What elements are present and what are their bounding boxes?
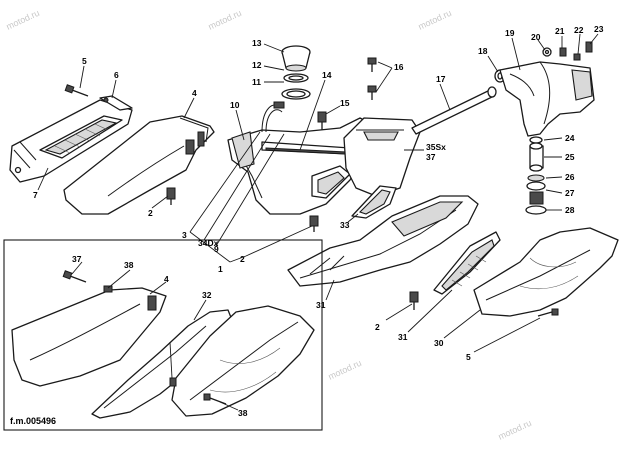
callout-24: 24: [565, 133, 575, 143]
callout-19: 19: [505, 28, 515, 38]
hose-stack-24-28: [525, 136, 547, 215]
callout-29: 30: [434, 338, 444, 348]
screw-15: [317, 111, 327, 130]
callout-28: 28: [565, 205, 575, 215]
side-vent-32: [351, 185, 397, 219]
watermark: motod.ru: [327, 358, 363, 382]
side-cover-upper: [63, 115, 215, 215]
callout-7: 7: [33, 190, 38, 200]
callout-4: 4: [192, 88, 197, 98]
callout-3: 3: [182, 230, 187, 240]
callout-30: 31: [398, 332, 408, 342]
watermark: motod.ru: [207, 8, 243, 32]
callout-34dx: 35Sx: [426, 142, 446, 152]
callout-labels: 5 6 4 7 2 10 13 12 11 14 15 16 17 18 19 …: [33, 24, 604, 418]
callout-14: 14: [322, 70, 332, 80]
callout-5: 5: [82, 56, 87, 66]
detail-inset-frame: [3, 239, 323, 431]
bolt-5-lower: [537, 308, 559, 317]
vent-grille-30: [433, 231, 501, 295]
callout-13: 13: [252, 38, 262, 48]
callout-2: 2: [148, 208, 153, 218]
leader-lines: [37, 33, 599, 411]
air-intake-duct: [499, 61, 595, 137]
callout-6: 6: [114, 70, 119, 80]
watermark: motod.ru: [5, 8, 41, 32]
callout-15: 15: [340, 98, 350, 108]
lower-fairing-31: [287, 195, 479, 287]
callout-37: 37: [72, 254, 82, 264]
front-headstock-cover: [227, 117, 373, 215]
figure-id-label: f.m.005496: [10, 416, 56, 426]
callout-17: 17: [436, 74, 446, 84]
callout-11: 11: [252, 77, 261, 87]
callout-21: 21: [555, 26, 565, 36]
callout-12: 12: [252, 60, 262, 70]
callout-16: 16: [394, 62, 404, 72]
callout-31: 31: [316, 300, 326, 310]
callout-10: 10: [230, 100, 240, 110]
callout-33: 34Dx: [198, 238, 219, 248]
inner-shroud: [343, 117, 421, 197]
callout-37: 38: [238, 408, 248, 418]
bolt-5-upper: [64, 84, 89, 97]
callout-35sx: 37: [426, 152, 436, 162]
callout-18: 18: [478, 46, 488, 56]
callout-32: 33: [340, 220, 350, 230]
wiring-loom: [261, 101, 285, 133]
inset-large-cover: [171, 305, 315, 417]
callout-4: 4: [164, 274, 169, 284]
callout-20: 20: [531, 32, 541, 42]
side-grille-panel: [9, 99, 133, 183]
callout-2: 2: [240, 254, 245, 264]
callout-22: 22: [574, 25, 584, 35]
callout-27: 27: [565, 188, 575, 198]
screw-2-right: [409, 291, 419, 310]
mounting-bracket: [99, 95, 133, 111]
screw-2-center: [309, 215, 319, 232]
callout-25: 25: [565, 152, 575, 162]
callout-1: 1: [218, 264, 223, 274]
fuel-cap-assembly: [281, 45, 311, 100]
watermark: motod.ru: [497, 418, 533, 442]
callout-31: 32: [202, 290, 212, 300]
callout-23: 23: [594, 24, 604, 34]
hardware-20-23: [542, 41, 593, 61]
screws-16: [367, 57, 377, 100]
callout-26: 26: [565, 172, 575, 182]
watermark: motod.ru: [417, 8, 453, 32]
callout-2: 2: [375, 322, 380, 332]
callout-38: 38: [124, 260, 134, 270]
callout-5: 5: [466, 352, 471, 362]
screw-2-left: [166, 187, 176, 205]
callout-9: 9: [214, 244, 219, 254]
large-side-cover-29: [473, 227, 619, 317]
inset-bolt-37-upper: [62, 270, 87, 283]
inset-side-cover-4: [11, 285, 167, 387]
fuel-pipe: [411, 86, 497, 135]
